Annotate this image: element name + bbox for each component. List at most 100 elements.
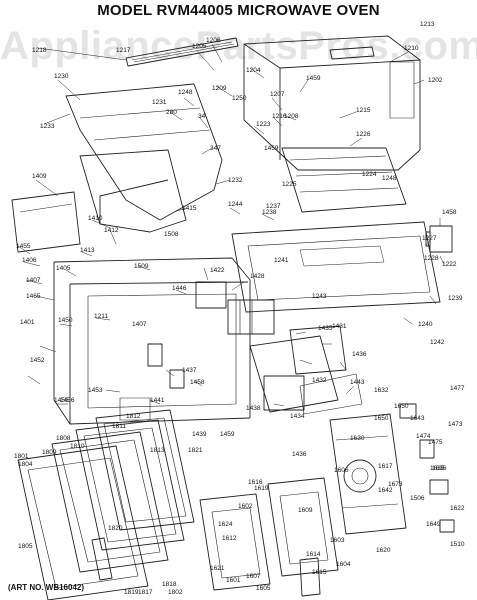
part-label: 1601 [226,577,241,584]
air-guide [11,191,81,253]
part-label: 1450 [58,317,73,324]
part-label: 1209 [212,85,227,92]
part-label: 1455 [16,243,31,250]
side-panel [289,325,363,415]
part-label: 1438 [246,405,261,412]
part-label: 1456 [60,397,75,404]
part-label: 1509 [134,263,149,270]
part-label: 1230 [54,73,69,80]
part-label: 1439 [192,431,207,438]
part-label: 1437 [182,367,197,374]
control-bracket [249,335,339,413]
control-board [329,413,407,535]
part-label: 1240 [418,321,433,328]
motor-tube [281,147,407,213]
part-label: 1217 [116,47,131,54]
part-label: 1202 [428,77,443,84]
part-label: 1225 [282,181,297,188]
part-label: 1643 [410,415,425,422]
leader-lines [17,43,445,407]
part-label: 1432 [312,377,327,384]
part-label: 1809 [42,449,57,456]
part-label: 1435 [318,325,333,332]
part-label: 1624 [218,521,233,528]
part-label: 1443 [350,379,365,386]
part-label: 1603 [330,537,345,544]
part-label: 1232 [228,177,243,184]
part-label: 1241 [274,257,289,264]
part-label: 1205 [192,43,207,50]
part-label: 1605 [256,585,271,592]
part-label: 1238 [262,209,277,216]
part-label: 1409 [32,173,47,180]
top-bracket [65,83,223,221]
part-label: 1475 [428,439,443,446]
part-label: 1224 [362,171,377,178]
part-label: 1805 [18,543,33,550]
part-label: 1804 [18,461,33,468]
vent-grille [125,37,239,67]
part-label: 1615 [312,569,327,576]
part-label: 1612 [222,535,237,542]
part-label: 1650 [394,403,409,410]
part-label: 1817 [138,589,153,596]
part-label: 1820 [108,525,123,532]
oven-cavity [53,257,251,425]
control-panel-frame [199,477,339,597]
part-label: 1649 [426,521,441,528]
door-assembly [17,409,195,600]
part-label: 1231 [152,99,167,106]
part-label: 1248 [382,175,397,182]
capacitor [425,225,453,253]
part-label: 1407 [26,277,41,284]
part-label: 1811 [112,423,126,430]
part-label: 1506 [410,495,425,502]
part-label: 1635 [430,465,445,472]
part-label: 1636 [432,465,447,472]
part-label: 1215 [356,107,371,114]
part-label: 1401 [20,319,35,326]
part-label: 34 [198,113,206,120]
part-label: 1650 [374,415,389,422]
part-label: 1250 [232,95,247,102]
part-label: 1441 [150,397,165,404]
part-label: 1459 [306,75,321,82]
part-label: 1473 [448,421,463,428]
part-label: 1455 [54,397,69,404]
relay-parts [399,403,455,533]
part-label: 1436 [292,451,307,458]
part-label: 1465 [26,293,41,300]
part-label: 1458 [190,379,205,386]
part-label: 1619 [254,485,269,492]
part-label: 1818 [162,581,177,588]
part-label: 1243 [312,293,327,300]
part-label: 1244 [228,201,243,208]
part-label: 1434 [290,413,305,420]
part-label: 1510 [450,541,465,548]
part-label: 1810 [70,443,85,450]
part-label: 1233 [40,123,55,130]
part-label: 1632 [374,387,389,394]
part-label: 1413 [80,247,95,254]
part-label: 1609 [298,507,313,514]
part-label: 1428 [250,273,265,280]
part-label: 1227 [422,235,437,242]
part-label: 1237 [266,203,281,210]
part-label: 1216 [272,113,287,120]
part-label: 1813 [150,447,165,454]
part-label: 1206 [206,37,221,44]
part-label: 1602 [238,503,253,510]
part-label: 1673 [388,481,403,488]
part-label: 1242 [430,339,445,346]
part-label: 1223 [256,121,271,128]
part-label: 1604 [336,561,351,568]
part-label: 1436 [352,351,367,358]
part-label: 1453 [88,387,103,394]
part-label: 1812 [126,413,141,420]
part-label: 1422 [210,267,225,274]
part-label: 1819 [124,589,139,596]
filter-frame [231,221,441,313]
